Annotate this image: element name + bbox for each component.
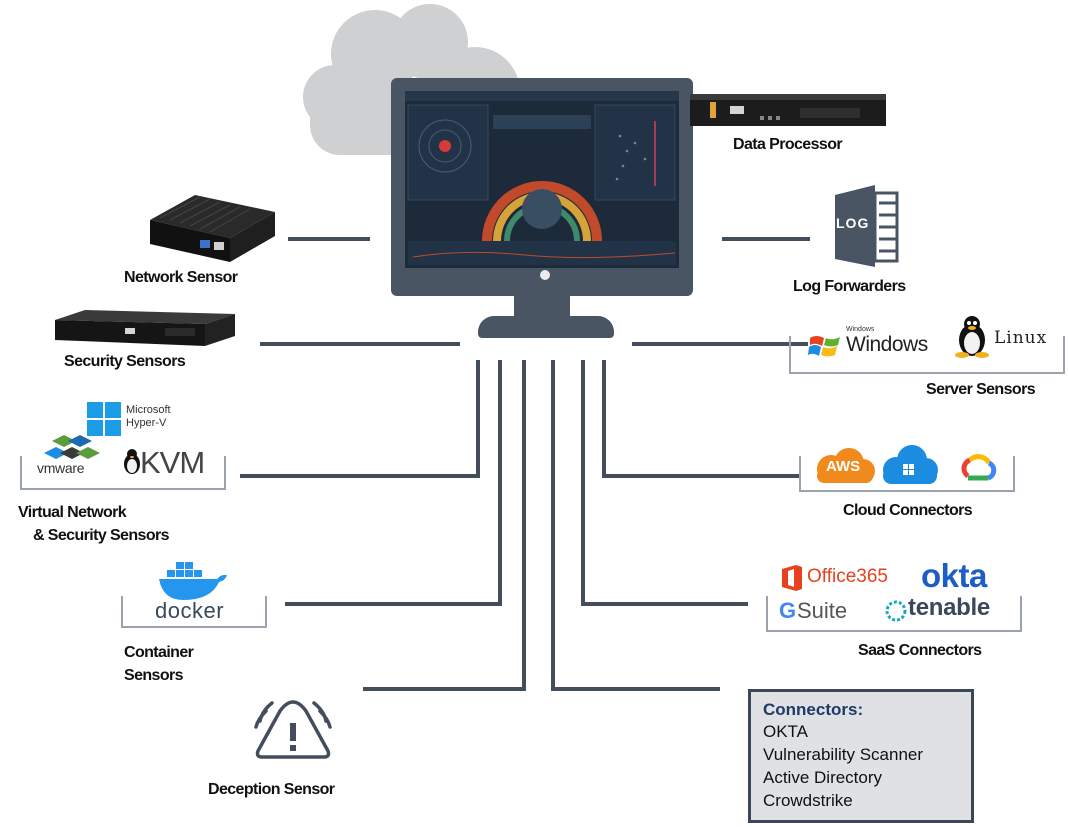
connector-item: Crowdstrike: [763, 791, 853, 810]
saas-connectors-bracket: [766, 596, 1022, 632]
tenable-ring-icon: [885, 600, 907, 622]
log-document-icon: [835, 185, 899, 267]
server-sensors-bracket: [789, 336, 1065, 374]
hyperv-windows-icon: [87, 402, 121, 436]
deception-sensor-label: Deception Sensor: [208, 781, 335, 798]
log-forwarders-label: Log Forwarders: [793, 278, 906, 295]
docker-logo-text: docker: [155, 598, 225, 623]
cloud-connectors-label: Cloud Connectors: [843, 502, 973, 519]
kvm-logo-text: KVM: [140, 445, 205, 480]
office365-logo-text: Office365: [807, 566, 888, 587]
windows-flag-icon: [808, 336, 840, 357]
connector-item: Vulnerability Scanner: [763, 745, 924, 764]
connectors-box: Connectors: OKTA Vulnerability Scanner A…: [748, 689, 974, 823]
docker-whale-icon: [159, 562, 227, 600]
dashboard-graphic: [405, 91, 679, 265]
monitor-stand: [478, 316, 614, 338]
connector-item: OKTA: [763, 722, 809, 741]
data-processor-label: Data Processor: [733, 136, 843, 153]
monitor-power-light: [540, 270, 550, 280]
security-sensor-device: [55, 310, 235, 346]
container-sensors-bracket: [121, 596, 267, 628]
monitor-screen: [405, 91, 679, 268]
tenable-logo-text: tenable: [908, 594, 990, 621]
server-sensors-label: Server Sensors: [926, 381, 1036, 398]
vmware-cubes-icon: [44, 435, 100, 459]
virtual-sensors-label-1: Virtual Network: [18, 504, 127, 521]
warning-signal-icon: [254, 700, 332, 759]
data-processor-device: [690, 94, 886, 126]
aws-cloud-icon: [817, 448, 875, 483]
windows-logo-text: Windows: [846, 333, 928, 356]
linux-penguin-icon: [955, 316, 989, 358]
windows-small-text: Windows: [846, 326, 875, 333]
saas-connectors-label: SaaS Connectors: [858, 642, 982, 659]
google-cloud-icon: [961, 454, 997, 481]
container-sensors-label-2: Sensors: [124, 667, 184, 684]
aws-logo-text: AWS: [826, 458, 861, 475]
azure-cloud-icon: [883, 445, 938, 484]
virtual-sensors-bracket: [20, 456, 226, 490]
kvm-penguin-icon: [124, 449, 140, 474]
office365-icon: [782, 565, 802, 591]
vmware-logo-text: vmware: [37, 460, 85, 476]
network-sensor-label: Network Sensor: [124, 269, 238, 286]
connectors-title: Connectors:: [763, 700, 864, 719]
monitor-neck: [514, 295, 570, 317]
virtual-sensors-label-2: & Security Sensors: [33, 527, 170, 544]
log-badge: LOG: [836, 215, 870, 231]
hyperv-line1: Microsoft: [126, 404, 171, 416]
gsuite-logo-text: Suite: [797, 598, 848, 623]
gsuite-g-text: G: [779, 598, 797, 623]
cloud-connectors-bracket: [799, 456, 1015, 492]
linux-logo-text: Linux: [994, 328, 1048, 348]
network-sensor-device: [150, 195, 275, 262]
connector-item: Active Directory: [763, 768, 883, 787]
security-sensors-label: Security Sensors: [64, 353, 186, 370]
hyperv-line2: Hyper-V: [126, 417, 167, 429]
okta-logo-text: okta: [921, 557, 987, 594]
container-sensors-label-1: Container: [124, 644, 194, 661]
